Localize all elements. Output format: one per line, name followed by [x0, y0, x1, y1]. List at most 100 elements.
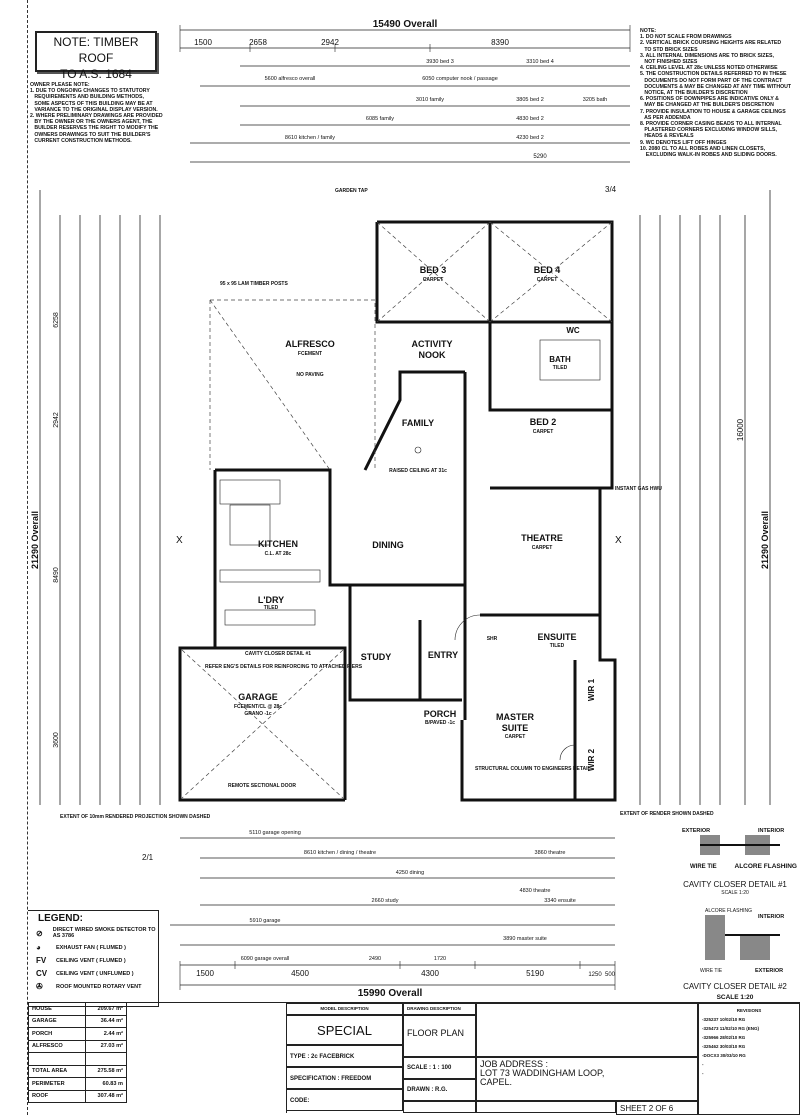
dimension-label: 3010 family	[416, 97, 444, 103]
room-bed4: BED 4	[534, 265, 561, 275]
area-label: ROOF	[28, 1089, 86, 1103]
dimension-label: 5190	[526, 969, 544, 978]
section-marker: X	[176, 535, 183, 546]
area-value: 275.58 m²	[85, 1064, 127, 1078]
revision: -325473 11/02/10 RG (ENG)	[702, 1026, 760, 1031]
dimension-label: 1500	[194, 38, 212, 47]
room-kitchen: KITCHEN	[258, 539, 298, 549]
room-bed3: BED 3	[420, 265, 447, 275]
area-label: ALFRESCO	[28, 1039, 86, 1053]
job-line: LOT 73 WADDINGHAM LOOP,	[480, 1068, 605, 1078]
dimension-label: 1720	[434, 956, 446, 962]
dimension-label: 6258	[53, 312, 60, 328]
note-item: 7. PROVIDE INSULATION TO HOUSE & GARAGE …	[640, 108, 786, 121]
dimension-label: 6050 computer nook / passage	[422, 76, 498, 82]
area-value: 2.44 m²	[85, 1027, 127, 1041]
room-floor: FCEMENT/CL @ 28c	[234, 704, 282, 710]
annotation: INSTANT GAS HWU	[615, 486, 662, 492]
revision: -	[702, 1062, 704, 1067]
alfresco-outline	[181, 221, 613, 799]
area-label: PORCH	[28, 1027, 86, 1041]
room-note: RAISED CEILING AT 31c	[389, 468, 447, 474]
annotation: 95 x 95 LAM TIMBER POSTS	[220, 281, 288, 287]
revision: -325462 30/03/10 RG	[702, 1044, 746, 1049]
legend-label: CEILING VENT ( UNFLUMED )	[56, 970, 134, 977]
note-line: TO A.S. 1684	[60, 67, 132, 81]
legend-label: EXHAUST FAN ( FLUMED )	[56, 944, 126, 951]
annotation: EXTENT OF 10mm RENDERED PROJECTION SHOWN…	[60, 814, 211, 820]
note-item: 1. DO NOT SCALE FROM DRAWINGS	[640, 34, 732, 41]
annotation: CAVITY CLOSER DETAIL #1	[245, 651, 311, 657]
annotation: REMOTE SECTIONAL DOOR	[228, 783, 296, 789]
drawn-by: DRAWN : R.G.	[403, 1079, 476, 1101]
room-activity-nook: NOOK	[419, 350, 447, 360]
room-floor: TILED	[550, 643, 565, 649]
area-label	[28, 1052, 86, 1066]
dimension-label: 2942	[321, 38, 339, 47]
type: TYPE : 2c FACEBRICK	[286, 1045, 403, 1067]
dimension-lines	[39, 29, 771, 986]
note-item: 3. ALL INTERNAL DIMENSIONS ARE TO BRICK …	[640, 52, 774, 66]
detail-label: EXTERIOR	[755, 968, 783, 974]
area-label: HOUSE	[28, 1002, 86, 1016]
detail-scale: SCALE 1:20	[717, 994, 754, 1001]
owner-note-item: 2. WHERE PRELIMINARY DRAWINGS ARE PROVID…	[30, 113, 163, 144]
room-master-suite: MASTER	[496, 712, 535, 722]
notes-title: NOTE:	[640, 28, 657, 34]
annotation: REFER ENG'S DETAILS FOR REINFORCING TO A…	[205, 664, 363, 670]
room-floor: FCEMENT	[298, 351, 322, 357]
detail-label: WIRE TIE	[700, 968, 723, 974]
dimension-label: 3205 bath	[583, 97, 607, 103]
dimension-label: 3890 master suite	[503, 936, 547, 942]
dimension-label: 3930 bed 3	[426, 59, 454, 65]
room-study: STUDY	[361, 652, 392, 662]
job-address: JOB ADDRESS : LOT 73 WADDINGHAM LOOP, CA…	[476, 1057, 698, 1101]
area-value: 307.48 m²	[85, 1089, 127, 1103]
legend: LEGEND: ⊘DIRECT WIRED SMOKE DETECTOR TO …	[28, 910, 159, 1007]
area-value: 36.44 m²	[85, 1014, 127, 1028]
room-wir2: WIR 2	[587, 748, 596, 771]
dimension-label: 4300	[421, 969, 439, 978]
dimension-label: 5910 garage	[250, 918, 281, 924]
room-entry: ENTRY	[428, 650, 458, 660]
job-label: JOB ADDRESS :	[480, 1059, 549, 1069]
detail-label: INTERIOR	[758, 914, 784, 920]
owner-note: OWNER PLEASE NOTE: 1. DUE TO ONGOING CHA…	[30, 82, 180, 144]
drawing-label: DRAWING DESCRIPTION	[403, 1003, 476, 1015]
room-porch: PORCH	[424, 709, 457, 719]
timber-roof-note: NOTE: TIMBER ROOF TO A.S. 1684	[35, 31, 157, 81]
dimension-label: 4830 theatre	[520, 888, 551, 894]
detail-label: WIRE TIE	[690, 864, 717, 870]
model-name: SPECIAL	[286, 1015, 403, 1045]
dimension-label: 4230 bed 2	[516, 135, 544, 141]
legend-title: LEGEND:	[38, 913, 83, 924]
revision: -325237 10/02/10 RG	[702, 1017, 746, 1022]
annotation: STRUCTURAL COLUMN TO ENGINEERS DETAIL	[475, 766, 591, 772]
room-note: GRANO -1c	[244, 711, 271, 717]
note-item: 6. POSITIONS OF DOWNPIPES ARE INDICATIVE…	[640, 96, 779, 109]
dimension-label: 2660 study	[372, 898, 399, 904]
room-floor: B/PAVED -1c	[425, 720, 455, 726]
dimension-label: 8490	[53, 567, 60, 583]
owner-note-item: 1. DUE TO ONGOING CHANGES TO STATUTORY R…	[30, 88, 158, 113]
revisions: REVISIONS -325237 10/02/10 RG -325473 11…	[698, 1003, 800, 1115]
room-bath: BATH	[549, 355, 571, 364]
room-dining: DINING	[372, 540, 404, 550]
detail-label: EXTERIOR	[682, 828, 710, 834]
detail-label: INTERIOR	[758, 828, 784, 834]
room-floor: TILED	[264, 605, 279, 611]
dimension-label: 1250	[588, 972, 602, 978]
detail-title: CAVITY CLOSER DETAIL #1	[683, 880, 787, 889]
dimension-label: 6085 family	[366, 116, 394, 122]
elevation-marker: 3/4	[605, 185, 617, 194]
dimension-label: 3310 bed 4	[526, 59, 554, 65]
revision: -	[702, 1071, 704, 1076]
room-wir1: WIR 1	[587, 678, 596, 701]
area-value: 60.83 m	[85, 1077, 127, 1091]
